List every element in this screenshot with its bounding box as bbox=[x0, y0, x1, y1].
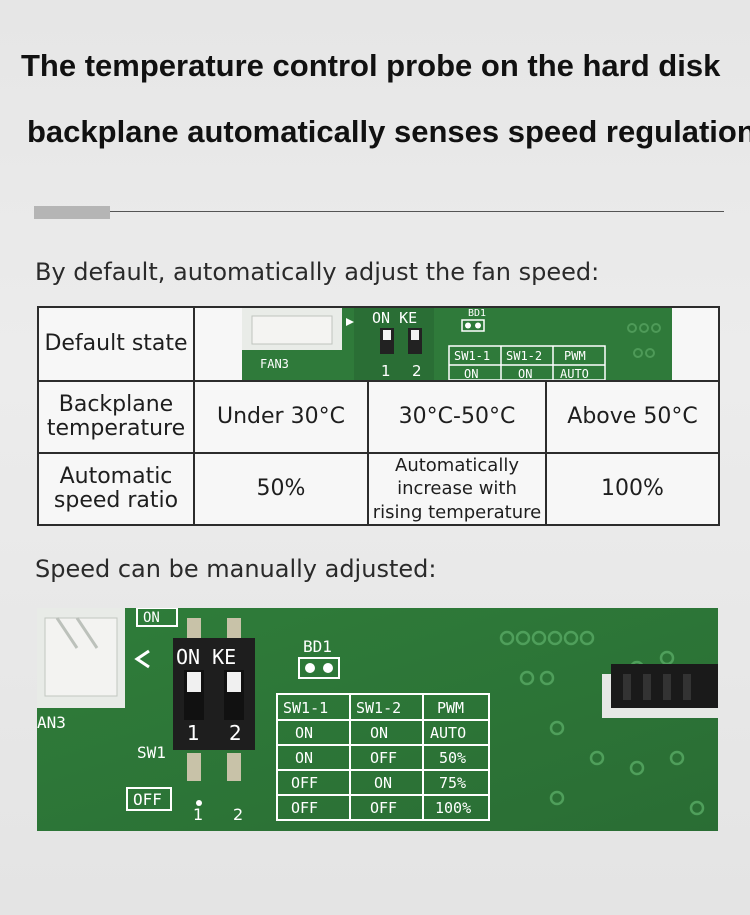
small-switch-num-2: 2 bbox=[412, 362, 422, 380]
big-sw-label: SW1 bbox=[137, 743, 166, 762]
big-off-label: OFF bbox=[133, 790, 162, 809]
divider-line bbox=[34, 211, 724, 212]
default-state-image-cell: ON KE 1 2 FAN3 BD1 SW1-1 SW1-2 PWM ON ON… bbox=[193, 306, 720, 382]
ratio-label-line2: speed ratio bbox=[53, 488, 179, 514]
big-row3-sw11: OFF bbox=[291, 774, 318, 792]
big-header-sw12: SW1-2 bbox=[356, 699, 401, 717]
temperature-label-line1: Backplane bbox=[58, 391, 174, 417]
temperature-cell-high: Above 50°C bbox=[545, 380, 720, 454]
title-line-1: The temperature control probe on the har… bbox=[21, 48, 721, 83]
big-row3-pwm: 75% bbox=[439, 774, 466, 792]
big-row4-sw12: OFF bbox=[370, 799, 397, 817]
small-header-pwm: PWM bbox=[564, 349, 586, 363]
small-on-label: ON KE bbox=[372, 309, 417, 327]
temperature-cell-low: Under 30°C bbox=[193, 380, 369, 454]
small-header-sw11: SW1-1 bbox=[454, 349, 490, 363]
divider-accent bbox=[34, 206, 110, 219]
big-row1-sw12: ON bbox=[370, 724, 388, 742]
big-on-label: ON KE bbox=[176, 645, 236, 669]
ratio-cell-high: 100% bbox=[545, 451, 720, 527]
big-row1-sw11: ON bbox=[295, 724, 313, 742]
ratio-mid-line3: rising temperature bbox=[372, 501, 542, 523]
temperature-cell-mid: 30°C-50°C bbox=[367, 380, 547, 454]
ratio-mid-line1: Automatically bbox=[395, 455, 519, 476]
big-row3-sw12: ON bbox=[374, 774, 392, 792]
big-row2-sw12: OFF bbox=[370, 749, 397, 767]
ratio-cell-mid: Automatically increase with rising tempe… bbox=[367, 451, 547, 527]
ratio-label: Automatic speed ratio bbox=[37, 451, 195, 527]
default-heading: By default, automatically adjust the fan… bbox=[35, 258, 600, 286]
big-bd-label: BD1 bbox=[303, 637, 332, 656]
big-switch-num-2: 2 bbox=[229, 721, 242, 745]
manual-heading: Speed can be manually adjusted: bbox=[35, 555, 437, 583]
big-switch-num-1: 1 bbox=[187, 721, 200, 745]
big-fan-label: AN3 bbox=[37, 713, 66, 732]
temperature-label-line2: temperature bbox=[46, 416, 186, 441]
big-bottom-num-1: 1 bbox=[193, 805, 203, 824]
small-switch-num-1: 1 bbox=[381, 362, 391, 380]
table-row-ratio: Automatic speed ratio 50% Automatically … bbox=[37, 451, 720, 527]
small-value-sw11: ON bbox=[464, 367, 478, 380]
small-value-pwm: AUTO bbox=[560, 367, 589, 380]
default-state-label: Default state bbox=[37, 306, 195, 382]
small-bd-label: BD1 bbox=[468, 308, 486, 319]
temperature-label: Backplane temperature bbox=[37, 380, 195, 454]
big-row4-sw11: OFF bbox=[291, 799, 318, 817]
ratio-label-line1: Automatic bbox=[59, 463, 173, 489]
big-row2-sw11: ON bbox=[295, 749, 313, 767]
ratio-cell-low: 50% bbox=[193, 451, 369, 527]
table-row-temperature: Backplane temperature Under 30°C 30°C-50… bbox=[37, 380, 720, 454]
small-value-sw12: ON bbox=[518, 367, 532, 380]
table-row-default: Default state ON KE 1 2 FAN3 BD1 bbox=[37, 306, 720, 382]
big-row4-pwm: 100% bbox=[435, 799, 471, 817]
small-fan-label: FAN3 bbox=[260, 357, 289, 371]
small-header-sw12: SW1-2 bbox=[506, 349, 542, 363]
big-row2-pwm: 50% bbox=[439, 749, 466, 767]
ratio-mid-line2: increase with bbox=[397, 478, 517, 500]
title-line-2: backplane automatically senses speed reg… bbox=[27, 114, 750, 149]
big-row1-pwm: AUTO bbox=[430, 724, 466, 742]
manual-board-photo: ON AN3 ON KE 1 2 1 2 SW1 OFF BD1 SW1-1 S… bbox=[37, 608, 718, 831]
big-header-sw11: SW1-1 bbox=[283, 699, 328, 717]
big-bottom-num-2: 2 bbox=[233, 805, 243, 824]
big-header-pwm: PWM bbox=[437, 699, 464, 717]
default-board-photo: ON KE 1 2 FAN3 BD1 SW1-1 SW1-2 PWM ON ON… bbox=[241, 308, 672, 380]
fan-speed-table: Default state ON KE 1 2 FAN3 BD1 bbox=[37, 306, 720, 527]
big-top-tab: ON bbox=[143, 610, 160, 626]
